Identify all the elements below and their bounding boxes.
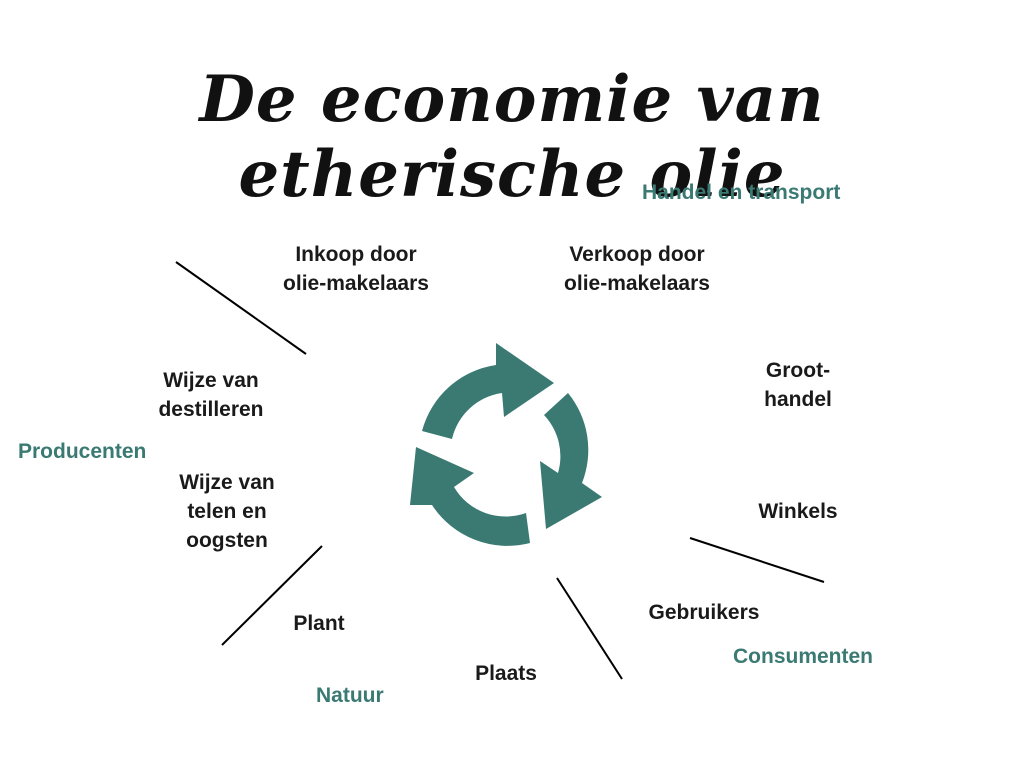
category-producers: Producenten	[18, 440, 147, 463]
divider-line-bottom-left	[221, 545, 323, 646]
label-plant: Plant	[293, 612, 345, 635]
divider-line-top-left	[175, 261, 307, 355]
label-shops: Winkels	[758, 500, 838, 523]
page-title: De economie van etherische olie	[199, 62, 825, 212]
label-purchase: Inkoop door olie-makelaars	[283, 243, 429, 295]
cycle-arrow-right	[540, 393, 602, 529]
label-sale: Verkoop door olie-makelaars	[564, 243, 710, 295]
label-growing: Wijze van telen en oogsten	[179, 471, 275, 552]
label-distilling: Wijze van destilleren	[158, 369, 264, 421]
label-wholesale: Groot- handel	[764, 359, 832, 411]
divider-line-bottom-right	[689, 537, 825, 583]
label-place: Plaats	[475, 662, 537, 685]
recycle-cycle-icon	[410, 343, 602, 546]
divider-line-bottom-middle	[556, 577, 623, 680]
label-users: Gebruikers	[648, 601, 760, 624]
category-nature: Natuur	[316, 684, 384, 707]
category-trade: Handel en transport	[642, 181, 841, 204]
cycle-arrow-left	[410, 447, 530, 546]
category-consumers: Consumenten	[733, 645, 874, 668]
cycle-arrow-top	[422, 343, 554, 439]
